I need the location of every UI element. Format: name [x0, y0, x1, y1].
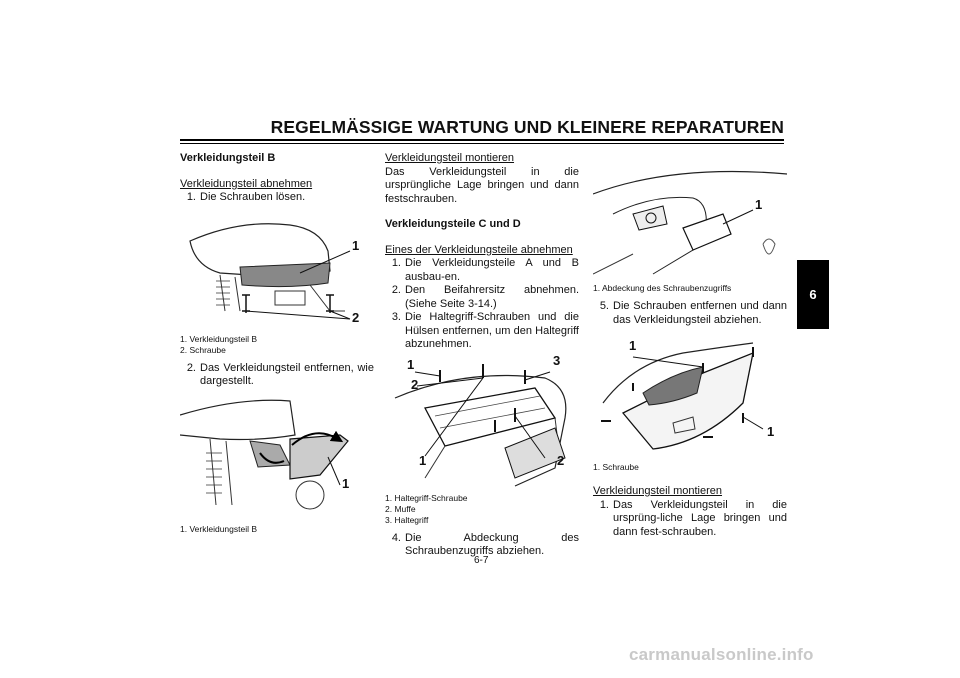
subheading-remove-cd: Eines der Verkleidungsteile abnehmen — [385, 243, 573, 256]
column-3: 1 1. Abdeckung des Schraubenzugriffs 5. … — [593, 152, 787, 539]
column-1: Verkleidungsteil B Verkleidungsteil abne… — [180, 152, 374, 535]
figure-grab-handle: 1 3 2 1 2 1. Haltegriff-Schraube 2. Muff… — [385, 353, 579, 526]
figure-caption: 1. Haltegriff-Schraube 2. Muffe 3. Halte… — [385, 492, 468, 525]
title-rule — [180, 139, 784, 141]
callout-number: 2 — [411, 376, 419, 392]
figure-caption: 1. Schraube — [593, 462, 639, 472]
callout-number: 2 — [557, 452, 565, 468]
watermark: carmanualsonline.info — [629, 645, 814, 664]
page-title: REGELMÄSSIGE WARTUNG UND KLEINERE REPARA… — [270, 117, 784, 137]
subheading-install-b: Verkleidungsteil montieren — [385, 152, 515, 164]
page-number: 6-7 — [474, 555, 489, 566]
subheading-install-cd: Verkleidungsteil montieren — [593, 485, 723, 497]
title-rule-thin — [180, 143, 784, 144]
step: 1. Die Schrauben lösen. — [186, 191, 306, 203]
callout-number: 1 — [419, 452, 427, 468]
chapter-tab: 6 — [797, 260, 829, 329]
step: 1. Die Verkleidungsteile A und B ausbau-… — [391, 257, 579, 283]
illustration-panel-b-removal — [180, 399, 349, 509]
install-text: Das Verkleidungsteil in die ursprünglich… — [385, 165, 579, 205]
section-heading-cd: Verkleidungsteile C und D — [385, 218, 521, 230]
illustration-access-cover — [593, 170, 787, 275]
step: 5. Die Schrauben entfernen und dann das … — [599, 300, 787, 326]
illustration-grab-handle — [394, 363, 567, 487]
step: 1. Das Verkleidungsteil in die ursprüng-… — [599, 498, 787, 538]
callout-number: 2 — [352, 309, 360, 325]
callout-number: 1 — [407, 356, 415, 372]
callout-number: 1 — [767, 424, 775, 439]
figure-panel-b-removal: 1 1. Verkleidungsteil B — [180, 395, 374, 535]
callout-number: 1 — [629, 338, 637, 353]
callout-number: 1 — [342, 475, 350, 491]
step: 3. Die Haltegriff-Schrauben und die Hüls… — [391, 311, 579, 350]
step: 4. Die Abdeckung des Schraubenzugriffs a… — [391, 531, 579, 558]
figure-panel-b-screws: 1 2 1. Verkleidungsteil B 2. Schraube — [180, 211, 374, 356]
illustration-panel-b — [189, 222, 351, 319]
step: 2. Den Beifahrersitz abnehmen. (Siehe Se… — [391, 284, 579, 310]
figure-screw-access-cover: 1 1. Abdeckung des Schraubenzugriffs — [593, 164, 787, 294]
callout-number: 1 — [755, 197, 763, 212]
subheading-remove-b: Verkleidungsteil abnehmen — [180, 177, 313, 190]
callout-number: 3 — [553, 352, 561, 368]
figure-caption: 1. Verkleidungsteil B 2. Schraube — [180, 333, 258, 355]
figure-panel-screws: 1 1 1. Schraube — [593, 333, 787, 473]
figure-caption: 1. Verkleidungsteil B — [180, 523, 258, 534]
section-heading-b: Verkleidungsteil B — [180, 152, 276, 164]
column-2: Verkleidungsteil montieren Das Verkleidu… — [385, 152, 579, 559]
step: 2. Das Verkleidungsteil entfernen, wie d… — [186, 361, 374, 388]
illustration-panel-screws — [601, 342, 764, 450]
figure-caption: 1. Abdeckung des Schraubenzugriffs — [593, 283, 732, 293]
callout-number: 1 — [352, 237, 360, 253]
